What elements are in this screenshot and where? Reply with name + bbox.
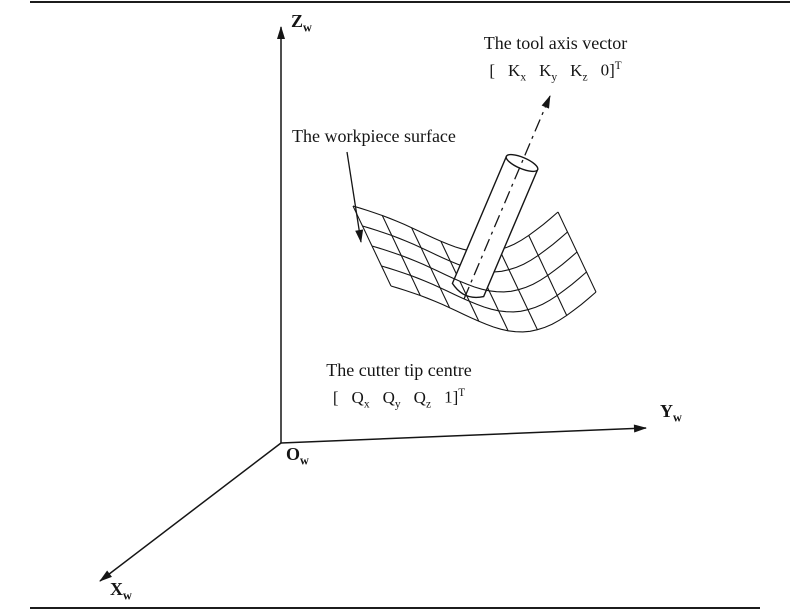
- coordinate-axes: [99, 26, 647, 582]
- bracket-close: ]: [452, 387, 459, 407]
- mesh-line: [430, 267, 451, 308]
- z-axis-subscript: w: [303, 20, 312, 35]
- qy-base: Q: [382, 387, 395, 407]
- qz-base: Q: [413, 387, 426, 407]
- z-axis-letter: Z: [291, 11, 304, 31]
- mesh-line: [498, 249, 519, 290]
- mesh-line: [411, 227, 432, 268]
- bottom-rule: [30, 607, 760, 609]
- mesh-line: [381, 265, 587, 313]
- mesh-line: [400, 255, 421, 296]
- y-axis-subscript: w: [673, 410, 682, 425]
- ky-base: K: [539, 60, 552, 80]
- mesh-line: [576, 251, 597, 293]
- mesh-line: [488, 290, 509, 332]
- vector-component-kx: Kx: [508, 60, 527, 84]
- vector-component-ky: Ky: [539, 60, 558, 84]
- mesh-line: [459, 281, 480, 322]
- ky-subscript: y: [551, 70, 558, 84]
- cutter-tip-title: The cutter tip centre: [326, 360, 472, 380]
- kz-subscript: z: [582, 70, 588, 84]
- top-rule: [30, 1, 790, 3]
- mesh-line: [352, 205, 559, 253]
- origin-label: Ow: [286, 444, 309, 469]
- bracket-open: [: [489, 60, 496, 80]
- mesh-line: [381, 215, 402, 256]
- origin-subscript: w: [300, 453, 309, 468]
- vector-component-w: 1: [444, 387, 453, 407]
- mesh-line: [517, 289, 538, 330]
- bracket-open: [: [332, 387, 339, 407]
- kx-base: K: [508, 60, 521, 80]
- qx-base: Q: [351, 387, 364, 407]
- mesh-line: [390, 285, 597, 333]
- vector-component-qz: Qz: [413, 387, 432, 411]
- qx-subscript: x: [363, 397, 370, 411]
- qy-subscript: y: [394, 397, 401, 411]
- x-axis-label: Xw: [110, 579, 132, 604]
- x-axis: [99, 442, 282, 582]
- mesh-line: [371, 245, 392, 287]
- kx-subscript: x: [520, 70, 527, 84]
- y-axis: [280, 424, 647, 444]
- bracket-close: ]: [609, 60, 615, 80]
- vector-component-qy: Qy: [382, 387, 401, 411]
- x-axis-letter: X: [110, 579, 123, 599]
- workpiece-label-arrow: [346, 151, 364, 243]
- kz-base: K: [570, 60, 583, 80]
- qz-subscript: z: [425, 397, 432, 411]
- transpose-superscript: T: [614, 60, 622, 72]
- workpiece-surface-label: The workpiece surface: [292, 126, 456, 146]
- tool-axis-title: The tool axis vector: [483, 33, 628, 53]
- mesh-line: [528, 235, 549, 276]
- vector-component-w: 0: [600, 60, 610, 80]
- mesh-line: [547, 275, 568, 316]
- tool-axis-line: [463, 95, 551, 300]
- mesh-line: [371, 245, 578, 293]
- origin-letter: O: [286, 444, 301, 464]
- z-axis-label: Zw: [291, 11, 312, 36]
- workpiece-mesh-front: [371, 245, 597, 333]
- transpose-superscript: T: [458, 387, 466, 399]
- mesh-line: [557, 211, 578, 253]
- vector-component-kz: Kz: [570, 60, 588, 84]
- vector-component-qx: Qx: [351, 387, 370, 411]
- y-axis-label: Yw: [660, 401, 682, 426]
- x-axis-subscript: w: [123, 588, 132, 603]
- y-axis-letter: Y: [660, 401, 673, 421]
